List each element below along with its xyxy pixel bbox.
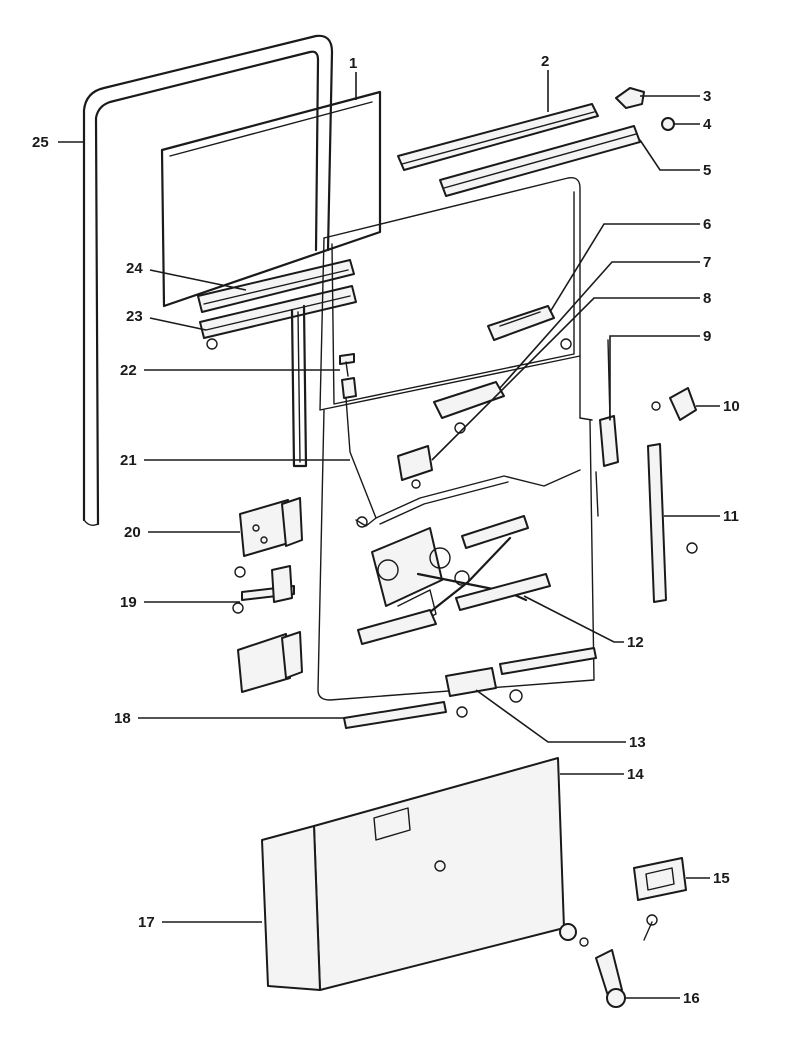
part-window-regulator xyxy=(357,515,551,645)
part-door-trim-panel xyxy=(313,757,565,991)
part-outer-belt-moulding xyxy=(397,103,599,171)
part-bottom-bracket xyxy=(445,667,523,718)
part-lock-knob xyxy=(339,353,357,399)
callout-15: 15 xyxy=(713,870,730,887)
callout-24: 24 xyxy=(126,260,143,277)
part-door-lock xyxy=(595,339,619,517)
callout-22: 22 xyxy=(120,362,137,379)
callout-1: 1 xyxy=(349,55,357,72)
callout-4: 4 xyxy=(703,116,712,133)
callout-25: 25 xyxy=(32,134,49,151)
callout-19: 19 xyxy=(120,594,137,611)
callout-18: 18 xyxy=(114,710,131,727)
callout-labels: 1 2 3 4 5 6 7 8 9 10 11 12 13 14 15 16 1… xyxy=(32,53,740,1007)
part-trim-board xyxy=(261,825,321,991)
part-door-inner-panel xyxy=(317,177,595,701)
callout-17: 17 xyxy=(138,914,155,931)
part-glass-lower-channel xyxy=(197,259,355,313)
part-inner-belt-moulding xyxy=(439,125,641,197)
part-upper-hinge xyxy=(239,497,303,557)
part-clip-screw xyxy=(661,117,675,131)
callout-21: 21 xyxy=(120,452,137,469)
part-handle-bezel xyxy=(633,857,687,941)
part-door-check xyxy=(232,565,295,614)
part-remote-control xyxy=(397,445,433,489)
callout-16: 16 xyxy=(683,990,700,1007)
callout-8: 8 xyxy=(703,290,711,307)
part-glass-guide-rail xyxy=(199,285,357,350)
part-vertical-run-channel xyxy=(290,304,308,468)
callout-2: 2 xyxy=(541,53,549,70)
part-window-glass xyxy=(160,90,382,308)
callout-3: 3 xyxy=(703,88,711,105)
part-rear-run-channel xyxy=(647,443,698,603)
part-window-crank xyxy=(559,923,626,1008)
callout-13: 13 xyxy=(629,734,646,751)
callout-5: 5 xyxy=(703,162,711,179)
callout-6: 6 xyxy=(703,216,711,233)
callout-12: 12 xyxy=(627,634,644,651)
part-lower-hinge xyxy=(237,631,303,693)
callout-11: 11 xyxy=(723,508,739,525)
leader-lines xyxy=(58,70,720,999)
callout-10: 10 xyxy=(723,398,740,415)
part-inside-handle xyxy=(487,305,572,350)
callout-7: 7 xyxy=(703,254,711,271)
callout-23: 23 xyxy=(126,308,143,325)
callout-9: 9 xyxy=(703,328,711,345)
callout-14: 14 xyxy=(627,766,644,783)
part-window-seal-frame xyxy=(82,34,334,527)
part-pull-handle xyxy=(433,381,505,434)
callout-20: 20 xyxy=(124,524,141,541)
part-striker xyxy=(651,387,697,421)
part-linkage-rod xyxy=(345,397,581,528)
part-bottom-weatherstrip xyxy=(343,647,597,729)
part-moulding-clip xyxy=(615,87,645,109)
